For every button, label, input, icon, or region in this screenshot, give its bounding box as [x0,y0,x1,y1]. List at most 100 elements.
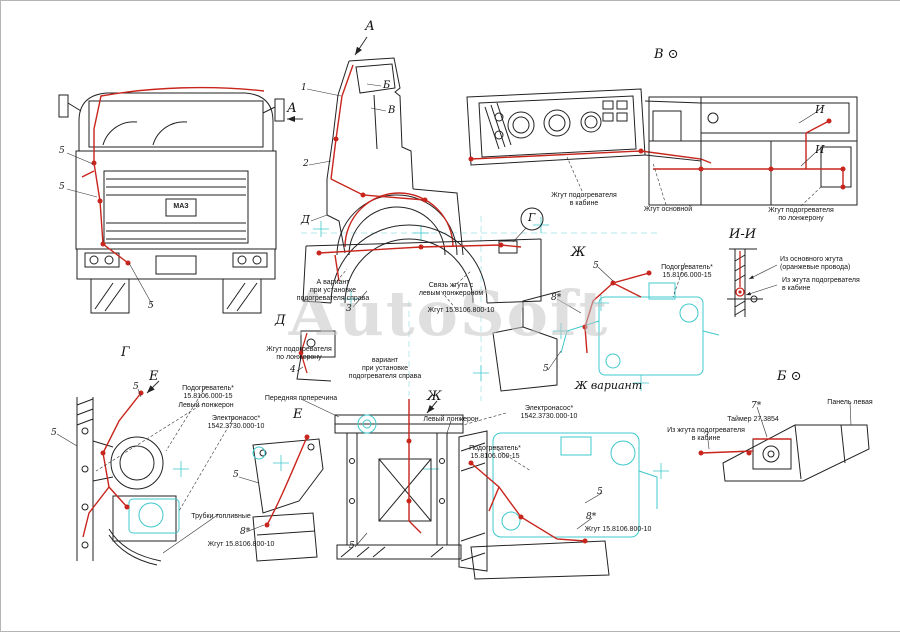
annotation-from-cab-harness: Из жгута подогревателя в кабине [782,277,860,293]
crossmember-harness-red [406,399,422,534]
heater-bracket-detail [296,330,336,382]
bracket-detail-view [252,438,324,562]
view-label-a-top: А [365,19,375,34]
heater-bracket-harness-red [298,332,308,374]
rear-panel-view [648,96,858,206]
annotation-harness-800: Жгут 15.8106.800-10 [584,526,652,533]
gauge-right [580,111,602,133]
right-mirror [274,98,285,122]
annotation-from-main-harness: Из основного жгута (оранжевые провода) [780,256,851,272]
crossmember-view [334,414,464,560]
left-panel-harness-red [698,438,791,456]
dashboard-view [466,88,702,166]
cab-side-harness-red [330,64,454,248]
view-label-g-view: Г [121,345,130,360]
bumper [76,248,276,280]
view-label-d-lower: Д [275,313,286,328]
callout-5: 5 [543,364,549,374]
annotation-from-cab-harness: Из жгута подогревателя в кабине [667,427,745,443]
annotation-front-crossmember: Передняя поперечина [264,395,338,402]
view-label-zh-arrow: Ж [427,389,442,404]
view-label-v-flag: В [388,105,396,116]
rail-harness-red [82,390,144,538]
view-label-e-view: Е [293,407,303,422]
callout-5: 5 [148,301,154,311]
rail-pump-teal [128,498,180,534]
callout-7: 7* [751,401,762,411]
grille [103,170,249,244]
cab-side-view [326,57,464,256]
callout-4: 4 [290,365,296,375]
cab-floor-harness-red [316,242,522,282]
gauge-center [543,109,571,137]
annotation-harness-rail: Жгут подогревателя по лонжерону [768,207,834,223]
view-label-zh-view: Ж [571,245,586,260]
view-label-b-flag: Б [383,80,391,91]
section-ii-harness-red [735,251,745,297]
leader-lines [56,36,852,554]
callout-5: 5 [233,470,239,480]
annotation-harness-800: Жгут 15.8106.800-10 [427,307,495,314]
annotation-pump: Электронасос* 1542.3730.000-10 [520,405,578,421]
annotation-variant-a: А вариант при установке подогревателя сп… [296,279,370,303]
bracket-harness-red [264,434,310,528]
annotation-harness-800: Жгут 15.8106.800-10 [207,541,275,548]
engine-variant-bracket [458,430,610,580]
view-label-i-upper: И [815,103,825,116]
watermark: AutoSoft [288,277,610,350]
engine-upper-bracket [492,290,562,392]
callout-5: 5 [349,541,355,551]
annotation-left-rail: Левый лонжерон [423,416,479,423]
rail-heater-view [76,397,177,566]
callout-8: 8* [551,293,562,303]
annotation-left-rail: Левый лонжерон [178,402,234,409]
crosshair-marks [173,217,669,479]
view-label-b-rotated: Б ⊙ [777,369,802,384]
annotation-harness-rail: Жгут подогревателя по лонжерону [266,346,332,362]
callout-2: 2 [303,159,309,169]
callout-5: 5 [59,182,65,192]
annotation-heater: Подогреватель* 15.8106.000-15 [182,385,234,401]
view-label-zh-variant: Ж вариант [575,379,643,392]
callout-5: 5 [597,487,603,497]
annotation-heater: Подогреватель* 15.8106.000-15 [661,264,713,280]
view-label-i-section: И-И [729,227,757,242]
engine-upper-parts-teal [560,282,720,376]
callout-5: 5 [51,428,57,438]
annotation-harness-cab: Жгут подогревателя в кабине [551,192,617,208]
view-label-v-rotated: В ⊙ [654,47,679,62]
callout-5: 5 [593,261,599,271]
annotation-link-left-rail: Связь жгута с левым лонжероном [418,282,484,298]
annotation-timer: Таймер 27.3854 [727,416,779,423]
callout-5: 5 [133,382,139,392]
callout-8: 8* [586,512,597,522]
engine-upper-harness-red [582,270,652,354]
callout-3: 3 [346,304,352,314]
annotation-left-panel: Панель левая [827,399,873,406]
gauge-left [507,111,535,139]
view-label-i-lower: И [815,143,825,156]
truck-front-harness-red [81,86,265,266]
left-headlight [84,252,120,268]
crossmember-pump-teal [357,414,377,434]
annotation-pump: Электронасос* 1542.3730.000-10 [207,415,265,431]
callout-5: 5 [59,146,65,156]
heater-body [110,436,164,490]
bracket-part-teal [252,446,266,460]
brand-badge [165,198,197,217]
detail-g-circle [520,207,544,231]
annotation-variant-right: вариант при установке подогревателя спра… [348,357,422,381]
left-mirror [58,94,69,118]
right-headlight [232,252,268,268]
view-label-d-upper: Д [301,213,310,226]
view-label-a-side: А [287,101,297,116]
view-label-g-circled: Г [528,211,536,224]
engine-variant-harness-red [468,460,588,544]
annotation-harness-main: Жгут основной [643,206,693,213]
callout-8: 8* [240,527,251,537]
engine-variant-parts-teal [492,432,658,538]
annotation-fuel-tubes: Трубки топливные [191,513,251,520]
